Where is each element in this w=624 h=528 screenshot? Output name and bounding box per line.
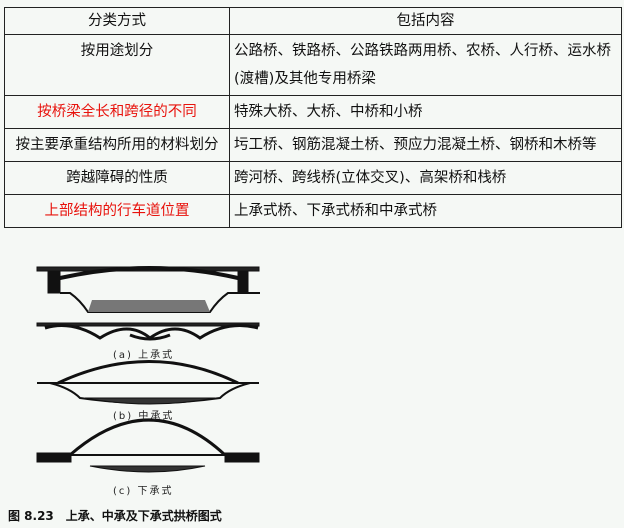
table-row: 跨越障碍的性质 跨河桥、跨线桥(立体交叉)、高架桥和栈桥	[4, 161, 622, 195]
bridge-classification-table: 分类方式 包括内容 按用途划分 公路桥、铁路桥、公路铁路两用桥、农桥、人行桥、运…	[4, 7, 622, 228]
arch-bridge-figure	[36, 266, 260, 473]
figure-caption: 图 8.23 上承、中承及下承式拱桥图式	[8, 509, 222, 523]
table-row: 按主要承重结构所用的材料划分 圬工桥、钢筋混凝土桥、预应力混凝土桥、钢桥和木桥等	[4, 128, 622, 162]
content-cell: 圬工桥、钢筋混凝土桥、预应力混凝土桥、钢桥和木桥等	[229, 128, 622, 162]
method-cell: 跨越障碍的性质	[4, 161, 230, 195]
table-row: 按桥梁全长和跨径的不同 特殊大桥、大桥、中桥和小桥	[4, 95, 622, 129]
content-cell: 跨河桥、跨线桥(立体交叉)、高架桥和栈桥	[229, 161, 622, 195]
method-cell: 按主要承重结构所用的材料划分	[4, 128, 230, 162]
figure-label-b: (b) 中承式	[113, 411, 175, 422]
figure-label-a: (a) 上承式	[113, 350, 175, 361]
header-method: 分类方式	[4, 7, 230, 35]
content-cell: 特殊大桥、大桥、中桥和小桥	[229, 95, 622, 129]
half-through-arch-bridge-drawing	[37, 360, 259, 405]
through-arch-bridge-drawing	[36, 418, 260, 473]
method-cell: 按桥梁全长和跨径的不同	[4, 95, 230, 129]
table-row: 上部结构的行车道位置 上承式桥、下承式桥和中承式桥	[4, 194, 622, 228]
table-header-row: 分类方式 包括内容	[4, 7, 622, 35]
table-row: 按用途划分 公路桥、铁路桥、公路铁路两用桥、农桥、人行桥、运水桥(渡槽)及其他专…	[4, 34, 622, 96]
content-cell: 上承式桥、下承式桥和中承式桥	[229, 194, 622, 228]
deck-arch-bridge-drawing	[36, 266, 260, 341]
content-cell: 公路桥、铁路桥、公路铁路两用桥、农桥、人行桥、运水桥(渡槽)及其他专用桥梁	[229, 34, 622, 96]
method-cell: 按用途划分	[4, 34, 230, 96]
figure-label-c: (c) 下承式	[113, 486, 174, 497]
method-cell: 上部结构的行车道位置	[4, 194, 230, 228]
header-content: 包括内容	[229, 7, 622, 35]
